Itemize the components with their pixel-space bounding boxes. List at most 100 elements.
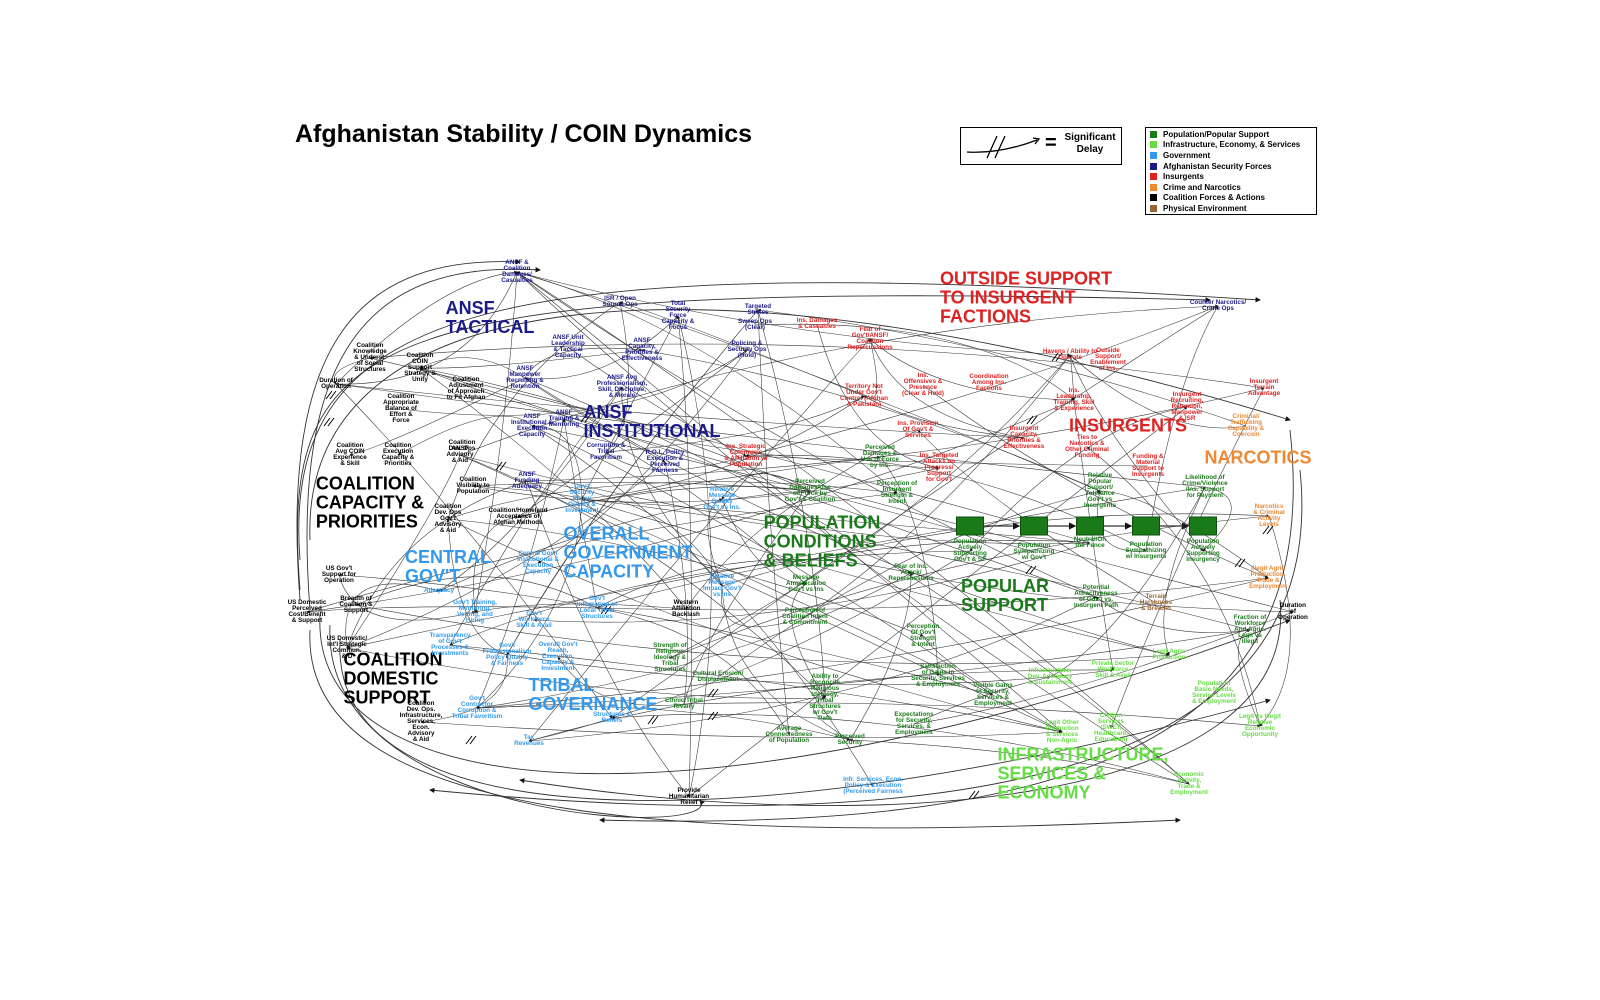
causal-link-arrow	[420, 720, 1063, 738]
diagram-variable: Gov't Training, Mentoring, Vetting, and …	[453, 599, 497, 624]
diagram-variable: Population Basic Needs, Service Levels &…	[1191, 680, 1237, 705]
causal-link-arrow	[420, 654, 509, 723]
causal-link-arrow	[1099, 490, 1269, 579]
causal-link-arrow	[581, 498, 1170, 656]
causal-link-arrow	[913, 675, 1051, 725]
diagram-variable: Corruption & Tribal Favoritism	[586, 442, 626, 461]
causal-link-arrow	[526, 480, 723, 587]
delay-equals: =	[1045, 132, 1057, 154]
diagram-variable: Fear of Gov't/ANSF/ Coalition Repercussi…	[847, 326, 893, 351]
causal-link-arrow	[474, 603, 687, 614]
diagram-variable: Perception Of Gov't Strength & Intent	[906, 623, 940, 648]
delay-mark-icon	[600, 605, 612, 615]
causal-link-arrow	[745, 305, 1219, 457]
diagram-variable: ANSF & Coalition Damages/ Casualties	[501, 259, 533, 284]
diagram-variable: Gov't Integration of Local Tribal Struct…	[576, 595, 618, 620]
causal-link-arrow	[1097, 490, 1147, 552]
diagram-variable: ANSF Advisory & Aid	[446, 445, 474, 464]
sector-title-narcotics: NARCOTICS	[1204, 447, 1312, 468]
diagram-variable: ANSF Training & Mentoring	[548, 409, 580, 428]
diagram-variable: Legit Agric Production	[1152, 648, 1186, 661]
legend-item: Crime and Narcotics	[1150, 182, 1316, 193]
causal-link-arrow	[459, 454, 1091, 545]
sector-title-insurgents: INSURGENTS	[1068, 415, 1188, 436]
causal-link-arrow	[757, 308, 1247, 427]
diagram-variable: Coalition Dev. Ops	[448, 439, 476, 452]
diagram-variable: Relative Message Impact Gov't vs Ins	[703, 573, 741, 598]
diagram-variable: Coalition Dev. Ops Gov't Advisory & Aid	[434, 503, 462, 534]
sector-title-ansf-tactical: ANSF TACTICAL	[445, 298, 535, 337]
population-state-box	[1076, 516, 1104, 536]
causal-link-arrow	[333, 357, 371, 385]
causal-link-arrow	[757, 309, 791, 736]
causal-link-arrow	[516, 271, 1071, 357]
diagram-variable: Coordination Among Ins. Factions	[969, 373, 1009, 392]
causal-link-arrow	[339, 639, 1271, 801]
causal-link-arrow	[519, 599, 1282, 807]
diagram-variable: Perceived Security	[835, 733, 865, 746]
legend-label: Crime and Narcotics	[1163, 182, 1241, 192]
delay-mark-icon	[1026, 415, 1038, 425]
legend-swatch	[1150, 204, 1157, 212]
causal-link-arrow	[754, 323, 1075, 401]
sector-title-coalition-capacity: COALITION CAPACITY & PRIORITIES	[315, 473, 425, 532]
causal-link-arrow	[335, 270, 518, 385]
diagram-variable: Cultural Erosion/ Displacement	[692, 670, 744, 683]
causal-link-arrow	[459, 304, 1219, 456]
causal-link-arrow	[717, 490, 1101, 678]
diagram-variable: Territory Not Under Gov't Control (Afgha…	[840, 383, 888, 408]
causal-link-arrow	[517, 455, 881, 518]
causal-link-arrow	[1086, 446, 1261, 727]
diagram-variable: Criminal/ Trafficking Capability & Coerc…	[1227, 413, 1265, 438]
diagram-variable: Message Amplification Gov't vs Ins	[786, 574, 826, 593]
diagram-variable: Neutral/On the Fence	[1073, 536, 1107, 549]
population-state-box	[1020, 516, 1048, 536]
diagram-variable: Counter Narcotics/ Crime Ops	[1189, 299, 1247, 312]
diagram-variable: Coalition Execution Capacity & Prioritie…	[381, 442, 415, 467]
delay-mark-icon	[647, 715, 659, 725]
diagram-variable: Havens / Ability to Operate	[1042, 348, 1098, 361]
legend-label: Population/Popular Support	[1163, 129, 1270, 139]
diagram-variable: ANSF Institutional & Execution Capacity	[511, 413, 553, 438]
diagram-variable: Visible Gains In Security, Services & Em…	[973, 682, 1013, 707]
causal-link-arrow	[531, 425, 994, 696]
diagram-variable: Civilian Services (SWET, Healthcare, Edu…	[1094, 712, 1128, 743]
causal-link-arrow	[849, 572, 913, 741]
diagram-variable: US Domestic Perceived Cost/Benefit & Sup…	[287, 599, 327, 624]
causal-link-arrow	[346, 461, 666, 649]
causal-link-arrow	[757, 309, 827, 699]
causal-link-arrow	[397, 415, 533, 456]
delay-symbol-icon	[966, 135, 1041, 159]
causal-link-arrow	[526, 387, 1265, 482]
causal-link-arrow	[721, 513, 1270, 587]
causal-link-arrow	[472, 482, 811, 492]
diagram-variable: Coalition COIN Support Strategy & Unity	[404, 352, 436, 383]
diagram-variable: Coalition Appropriate Balance of Effort …	[383, 393, 419, 424]
diagram-variable: Duration of Operation	[319, 377, 353, 390]
diagram-variable: Insurgent Capacity, Priorities & Effecti…	[1003, 425, 1045, 450]
legend-label: Physical Environment	[1163, 203, 1247, 213]
legend-swatch	[1150, 162, 1157, 170]
diagram-variable: Ins. Provision Of Gov't & Services	[897, 420, 939, 439]
causal-link-arrow	[524, 377, 1170, 656]
causal-link-arrow	[346, 646, 826, 699]
diagram-variable: Ins. Offensives & Presence (Clear & Hold…	[902, 372, 944, 397]
causal-link-arrow	[922, 635, 1063, 733]
diagram-variable: Transparency of Gov't Processes & Invest…	[429, 632, 471, 657]
causal-link-arrow	[459, 454, 826, 699]
diagram-variable: Adequacy	[423, 587, 455, 595]
diagram-variable: Narcotics & Criminal Activity Levels	[1253, 503, 1285, 528]
causal-link-arrow	[533, 542, 1091, 623]
causal-link-arrow	[297, 295, 1211, 591]
causal-link-arrow	[335, 271, 518, 385]
causal-link-arrow	[563, 418, 1294, 613]
diagram-variable: Fraction of Workforce And Agric. Legit v…	[1233, 614, 1267, 645]
diagram-variable: ANSF Capacity, Priorities & Effectivenes…	[621, 337, 663, 362]
causal-link-arrow	[517, 349, 748, 518]
sector-title-infrastructure: INFRASTRUCTURE, SERVICES & ECONOMY	[997, 744, 1169, 803]
diagram-variable: Western Affiliation Backlash	[671, 599, 701, 618]
causal-link-arrow	[335, 383, 1025, 440]
diagram-variable: Central Gov't Institutional & Execution …	[517, 550, 559, 575]
causal-link-arrow	[721, 585, 851, 741]
